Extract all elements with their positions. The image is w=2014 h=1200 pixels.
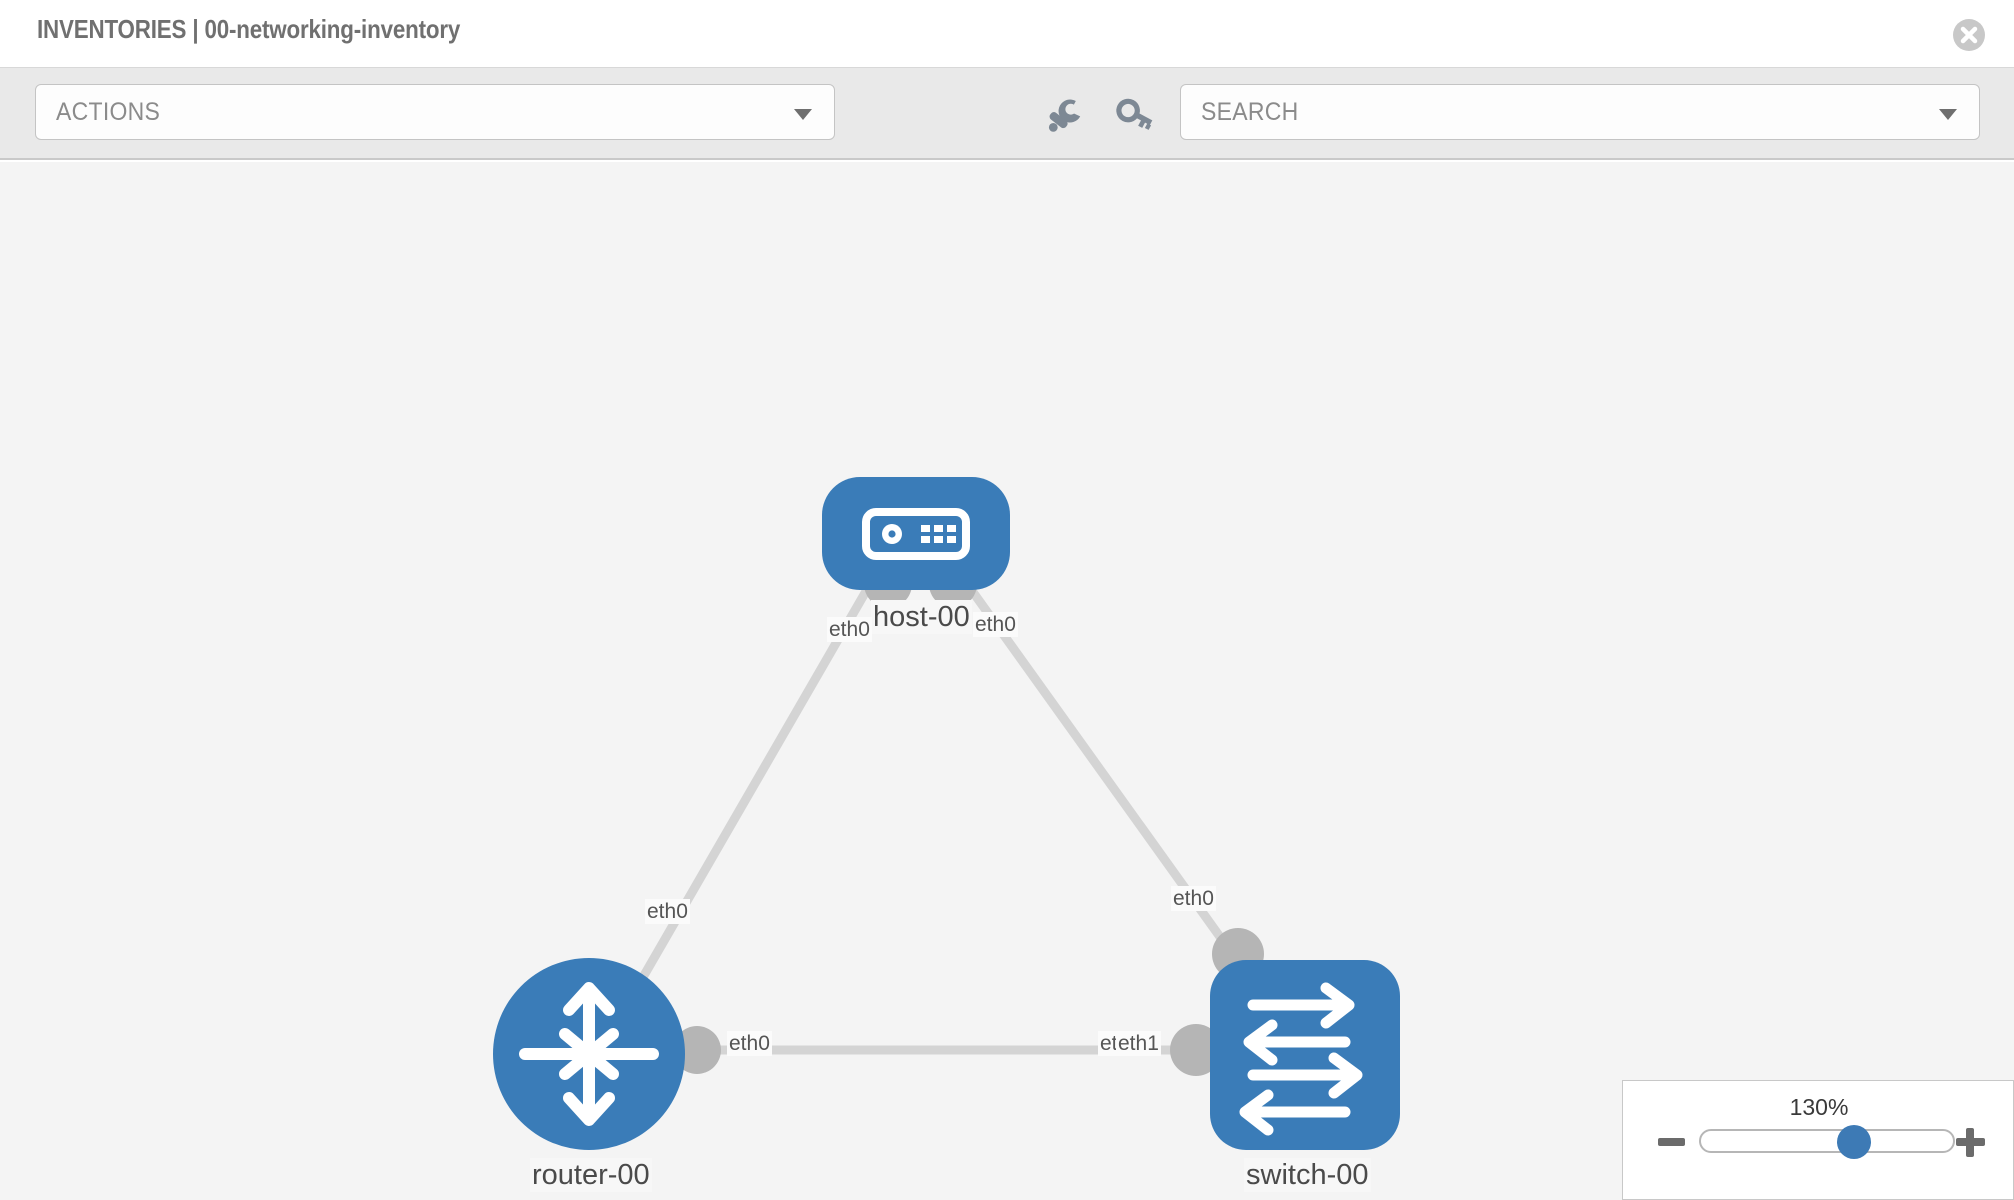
edge-label-interface: eth1 [1116,1031,1161,1056]
edge-label-interface: eth0 [827,617,872,642]
chevron-down-icon [794,109,812,120]
topology-canvas[interactable]: host-00 router-00 switch-00 eth0 eth0 et… [0,162,2014,1200]
zoom-in-button[interactable] [1953,1125,1987,1159]
edge-label-interface: eth0 [727,1031,772,1056]
search-input[interactable]: SEARCH [1180,84,1980,140]
server-icon [862,508,970,560]
zoom-slider-track[interactable] [1699,1129,1955,1153]
router-arrows-icon [519,982,659,1126]
search-placeholder: SEARCH [1201,98,1299,126]
node-host-00 [822,477,1010,590]
actions-dropdown-label: ACTIONS [56,98,161,126]
close-icon[interactable] [1952,18,1986,52]
chevron-down-icon [1939,109,1957,120]
node-router-00 [493,958,685,1150]
interface-knob [673,1026,721,1074]
edge-label-interface: eth0 [973,612,1018,637]
topology-interface-knobs [673,560,1264,1076]
page-header: INVENTORIES | 00-networking-inventory [0,0,2014,68]
node-label-host-00: host-00 [871,600,972,634]
edge-label-interface: eth0 [1171,886,1216,911]
node-switch-00 [1210,960,1400,1150]
interface-knob [1170,1024,1222,1076]
zoom-slider-thumb[interactable] [1836,1125,1871,1159]
switch-arrows-icon [1239,982,1363,1136]
page-title: INVENTORIES | 00-networking-inventory [37,14,461,44]
edge-label-interface: eth0 [645,899,690,924]
node-label-router-00: router-00 [530,1158,652,1192]
key-icon[interactable] [1112,96,1156,136]
topology-edges [616,564,1242,1055]
zoom-level-value: 130% [1789,1094,1849,1120]
zoom-out-button[interactable] [1655,1125,1689,1159]
wrench-icon[interactable] [1043,96,1087,136]
actions-dropdown[interactable]: ACTIONS [35,84,835,140]
zoom-control-panel: 130% [1622,1080,2014,1200]
topology-graph [493,477,1400,1150]
edge-host00-router00 [616,564,884,1020]
node-label-switch-00: switch-00 [1244,1158,1371,1192]
